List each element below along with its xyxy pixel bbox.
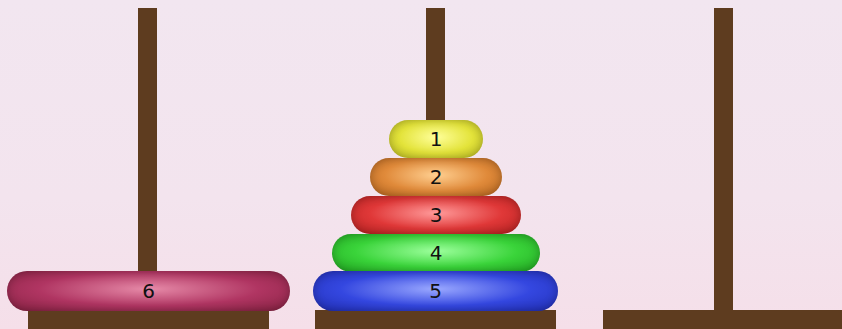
disk-number: 1 xyxy=(430,129,443,149)
hanoi-disk: 1 xyxy=(389,120,483,158)
disk-number: 2 xyxy=(430,167,443,187)
peg-base xyxy=(28,310,269,329)
hanoi-disk: 6 xyxy=(7,271,290,311)
hanoi-disk: 4 xyxy=(332,234,540,272)
hanoi-disk: 2 xyxy=(370,158,502,196)
disk-number: 6 xyxy=(142,281,155,301)
hanoi-disk: 3 xyxy=(351,196,521,234)
hanoi-disk: 5 xyxy=(313,271,558,311)
disk-number: 4 xyxy=(430,243,443,263)
disk-number: 3 xyxy=(430,205,443,225)
peg-pole xyxy=(138,8,157,313)
peg-pole xyxy=(714,8,733,313)
disk-number: 5 xyxy=(429,281,442,301)
peg-base xyxy=(315,310,556,329)
peg-base xyxy=(603,310,842,329)
